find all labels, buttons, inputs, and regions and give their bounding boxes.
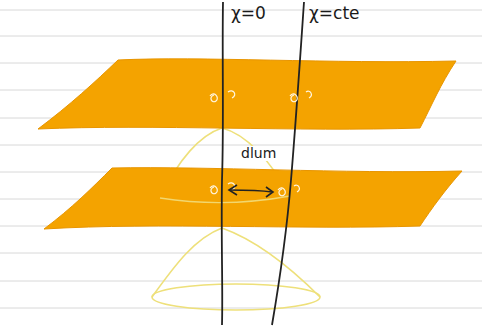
- hypersurface: [44, 168, 462, 229]
- distance-label: dlum: [239, 146, 278, 161]
- hypersurface: [38, 59, 456, 129]
- distance-arrow: [229, 185, 273, 197]
- worldline-label: χ=cte: [309, 4, 360, 23]
- paper-ruling: [0, 10, 482, 308]
- worldline: [222, 2, 304, 325]
- worldline-label: χ=0: [231, 4, 266, 23]
- light-cone: [160, 196, 290, 203]
- event-swirl: [210, 91, 311, 196]
